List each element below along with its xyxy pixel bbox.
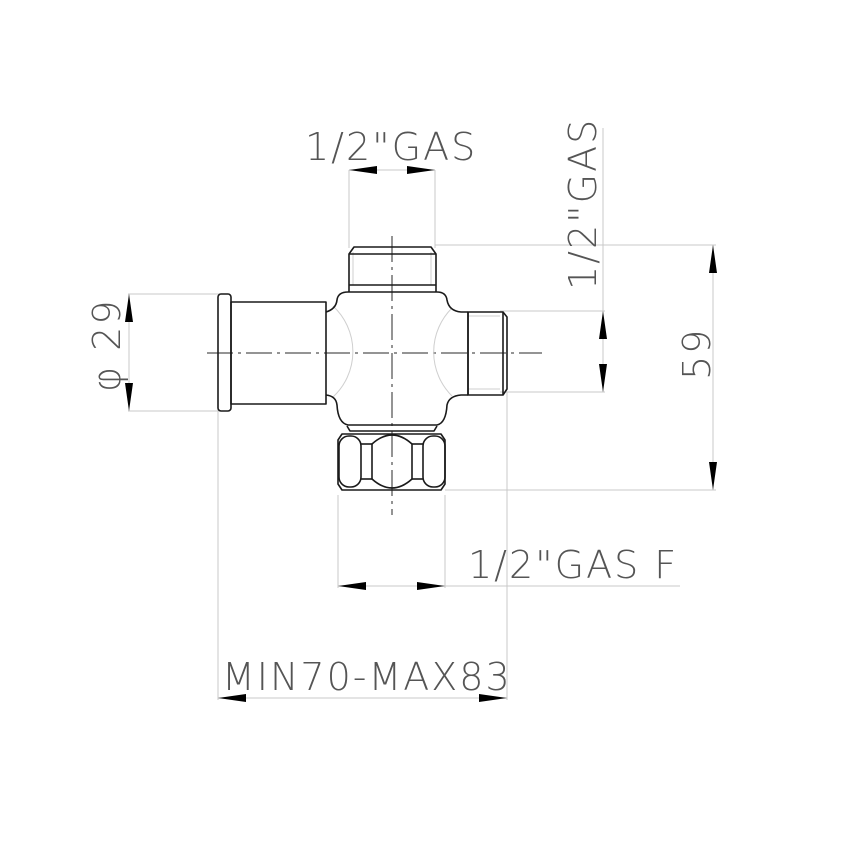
- top-nipple: [348, 246, 437, 292]
- dimension-arrows: [125, 166, 717, 702]
- dim-height: 59: [675, 328, 719, 380]
- dim-top-gas: 1/2"GAS: [305, 125, 477, 169]
- dim-bottom-gas: 1/2"GAS F: [468, 543, 678, 587]
- dim-diameter: φ 29: [85, 299, 129, 393]
- dim-overall-length: MIN70-MAX83: [222, 655, 512, 699]
- valve-body: [217, 246, 508, 491]
- left-tube: [230, 301, 327, 405]
- dim-right-gas: 1/2"GAS: [561, 118, 605, 290]
- center-lines: [207, 236, 542, 515]
- central-body: [325, 291, 468, 426]
- extension-lines: [128, 128, 716, 700]
- hex-nut: [337, 433, 446, 491]
- hidden-arcs: [332, 252, 500, 398]
- dimension-labels: 1/2"GAS 1/2"GAS φ 29 59 1/2"GAS F MIN70-…: [85, 118, 719, 699]
